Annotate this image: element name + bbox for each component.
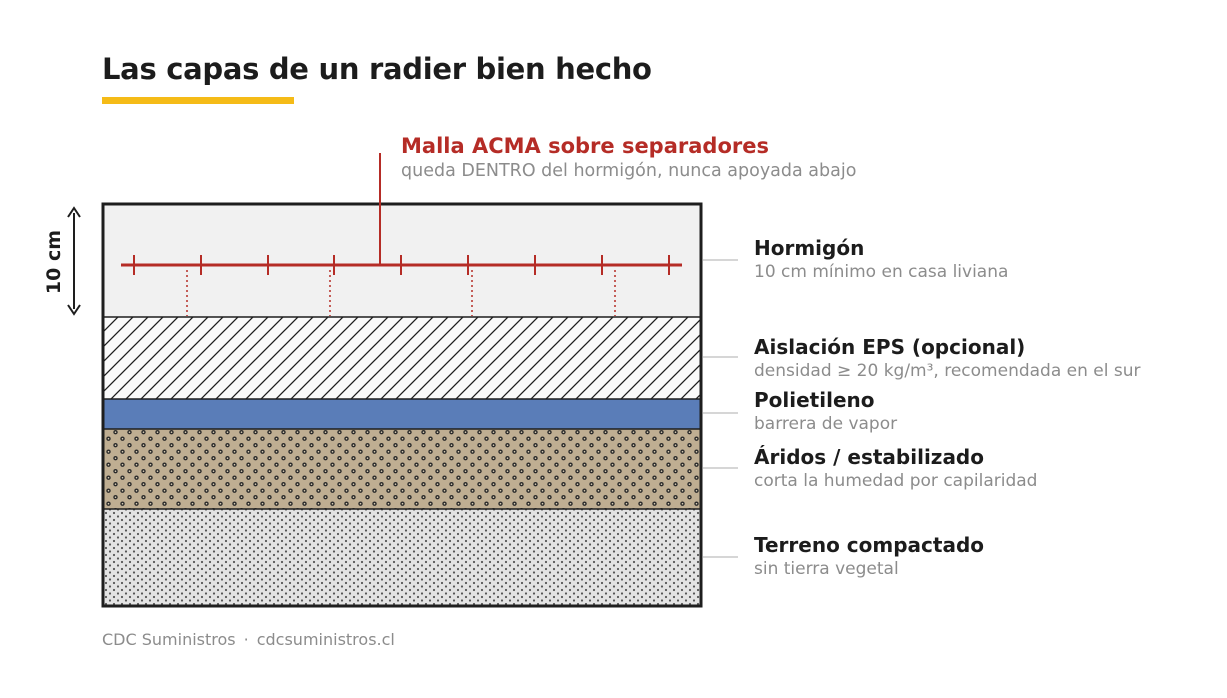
footer-separator: · xyxy=(243,630,249,649)
page-title: Las capas de un radier bien hecho xyxy=(102,52,652,86)
slab-outline xyxy=(101,202,703,608)
layer-polyethylene xyxy=(103,399,701,429)
layer-soil xyxy=(103,509,701,606)
layer-description: sin tierra vegetal xyxy=(754,559,899,579)
title-underline xyxy=(102,97,294,104)
layer-label-soil: Terreno compactado sin tierra vegetal xyxy=(754,533,984,580)
layer-aggregate xyxy=(103,429,701,509)
layer-eps xyxy=(103,317,701,399)
footer-brand: CDC Suministros xyxy=(102,630,236,649)
double-arrow-vertical-icon xyxy=(67,206,81,316)
depth-arrow-head-down xyxy=(67,304,81,316)
layer-description: corta la humedad por capilaridad xyxy=(754,471,1038,491)
layer-name: Terreno compactado xyxy=(754,533,984,557)
layer-label-aggregate: Áridos / estabilizado corta la humedad p… xyxy=(754,445,1037,492)
layer-description: 10 cm mínimo en casa liviana xyxy=(754,262,1009,282)
footer: CDC Suministros · cdcsuministros.cl xyxy=(102,630,395,649)
layer-label-polyethylene: Polietileno barrera de vapor xyxy=(754,388,897,435)
layer-label-eps: Aislación EPS (opcional) densidad ≥ 20 k… xyxy=(754,335,1141,382)
layer-name: Aislación EPS (opcional) xyxy=(754,335,1026,359)
layer-description: densidad ≥ 20 kg/m³, recomendada en el s… xyxy=(754,361,1141,381)
mesh-subtitle: queda DENTRO del hormigón, nunca apoyada… xyxy=(401,161,857,181)
layer-name: Hormigón xyxy=(754,236,865,260)
footer-website[interactable]: cdcsuministros.cl xyxy=(256,630,395,649)
layer-label-concrete: Hormigón 10 cm mínimo en casa liviana xyxy=(754,236,1008,283)
depth-label: 10 cm xyxy=(43,229,65,295)
layer-description: barrera de vapor xyxy=(754,414,898,434)
layer-name: Polietileno xyxy=(754,388,875,412)
depth-arrow-head-up xyxy=(67,206,81,218)
mesh-heading: Malla ACMA sobre separadores xyxy=(401,134,769,158)
layer-name: Áridos / estabilizado xyxy=(754,445,984,469)
